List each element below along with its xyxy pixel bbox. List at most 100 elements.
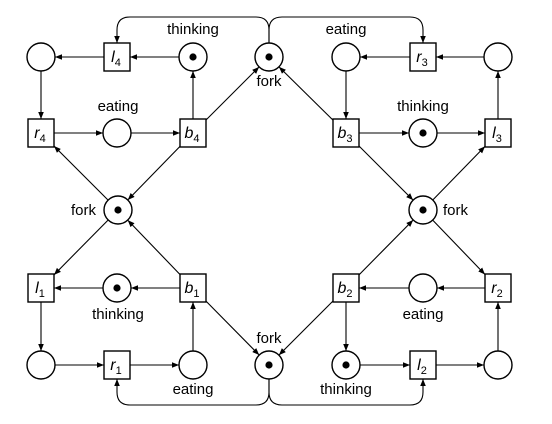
place-circle [178,350,208,380]
transition-box [103,350,131,380]
place-p2_think [331,350,361,380]
place-f_top [254,42,284,72]
place-p1_eat [178,350,208,380]
transition-box [179,273,207,303]
arc-b3-to-f_right [358,145,414,201]
arc-b4-to-f_left [127,145,181,201]
transition-b1: b1 [179,273,207,303]
transition-box [484,118,512,148]
arc-b2-to-f_right [358,219,414,276]
transition-r1: r1 [103,350,131,380]
place-f_right [408,195,438,225]
arc-f_left-to-r4 [53,145,109,201]
place-label-p3_think: thinking [397,98,449,115]
transition-r4: r4 [27,118,55,148]
transition-box [409,350,437,380]
transition-box [332,118,360,148]
place-p3_think [408,118,438,148]
transition-box [27,273,55,303]
transition-box [409,42,437,72]
place-label-p4_think: thinking [167,21,219,38]
arc-f_right-to-l3 [432,145,486,201]
place-label-f_left: fork [71,202,97,219]
transition-label-b1: b1 [184,280,199,300]
place-circle [102,118,132,148]
place-label-f_right: fork [443,202,469,219]
token-dot [265,53,273,61]
transition-l4: l4 [103,42,131,72]
arc-b4-to-f_top [205,66,260,121]
token-dot [419,206,427,214]
place-circle [26,42,56,72]
place-p3_idle [483,42,513,72]
transition-b4: b4 [179,118,207,148]
place-label-p1_eat: eating [173,381,214,398]
place-p4_think [178,42,208,72]
place-p1_think [102,273,132,303]
transition-box [27,118,55,148]
transition-box [103,42,131,72]
arc-b1-to-f_bottom [205,300,260,356]
place-circle [483,350,513,380]
place-f_left [103,195,133,225]
place-label-p3_eat: eating [326,21,367,38]
place-label-p2_eat: eating [403,306,444,323]
token-dot [265,361,273,369]
labels-layer: fork fork fork fork thinking eating eating thin… [71,21,469,398]
nodes-layer: l4 r4 b4 r3 b3 l3 l1 b1 r1 b2 r2 l2 [26,42,513,380]
arc-f_bottom-to-r1 [114,379,270,406]
arc-b1-to-f_left [127,219,181,275]
token-dot [419,129,427,137]
arc-f_bottom-to-l2 [268,379,426,406]
transition-label-r1: r1 [110,357,121,377]
token-dot [113,284,121,292]
transition-label-r2: r2 [491,280,502,300]
arc-f_top-to-r3 [268,16,426,43]
transition-label-b3: b3 [337,125,352,145]
place-p2_eat [408,273,438,303]
place-f_bottom [254,350,284,380]
transition-label-l1: l1 [35,280,45,300]
transition-l1: l1 [27,273,55,303]
place-label-p1_think: thinking [92,306,144,323]
token-dot [342,361,350,369]
transition-label-b2: b2 [337,280,352,300]
arc-f_left-to-l1 [53,219,109,276]
transition-b2: b2 [332,273,360,303]
place-label-p2_think: thinking [320,381,372,398]
place-p4_idle [26,42,56,72]
place-circle [331,42,361,72]
place-circle [483,42,513,72]
arc-b3-to-f_top [278,66,334,121]
arc-f_right-to-r2 [432,219,486,275]
transition-r3: r3 [409,42,437,72]
arc-b2-to-f_bottom [278,300,334,356]
transition-b3: b3 [332,118,360,148]
place-circle [26,350,56,380]
token-dot [114,206,122,214]
transition-label-r3: r3 [416,49,427,69]
transition-box [179,118,207,148]
place-label-p4_eat: eating [98,98,139,115]
transition-box [484,273,512,303]
place-label-f_bottom: fork [256,330,282,347]
transition-label-r4: r4 [34,125,45,145]
place-circle [408,273,438,303]
place-p2_idle [483,350,513,380]
transition-label-l3: l3 [492,125,502,145]
token-dot [189,53,197,61]
place-p3_eat [331,42,361,72]
arc-f_top-to-l4 [114,16,270,43]
transition-box [332,273,360,303]
place-p1_idle [26,350,56,380]
transition-label-l2: l2 [417,357,427,377]
transition-label-b4: b4 [184,125,199,145]
transition-label-l4: l4 [111,49,121,69]
arcs-layer [38,16,501,406]
place-p4_eat [102,118,132,148]
transition-r2: r2 [484,273,512,303]
transition-l3: l3 [484,118,512,148]
place-label-f_top: fork [256,73,282,90]
transition-l2: l2 [409,350,437,380]
